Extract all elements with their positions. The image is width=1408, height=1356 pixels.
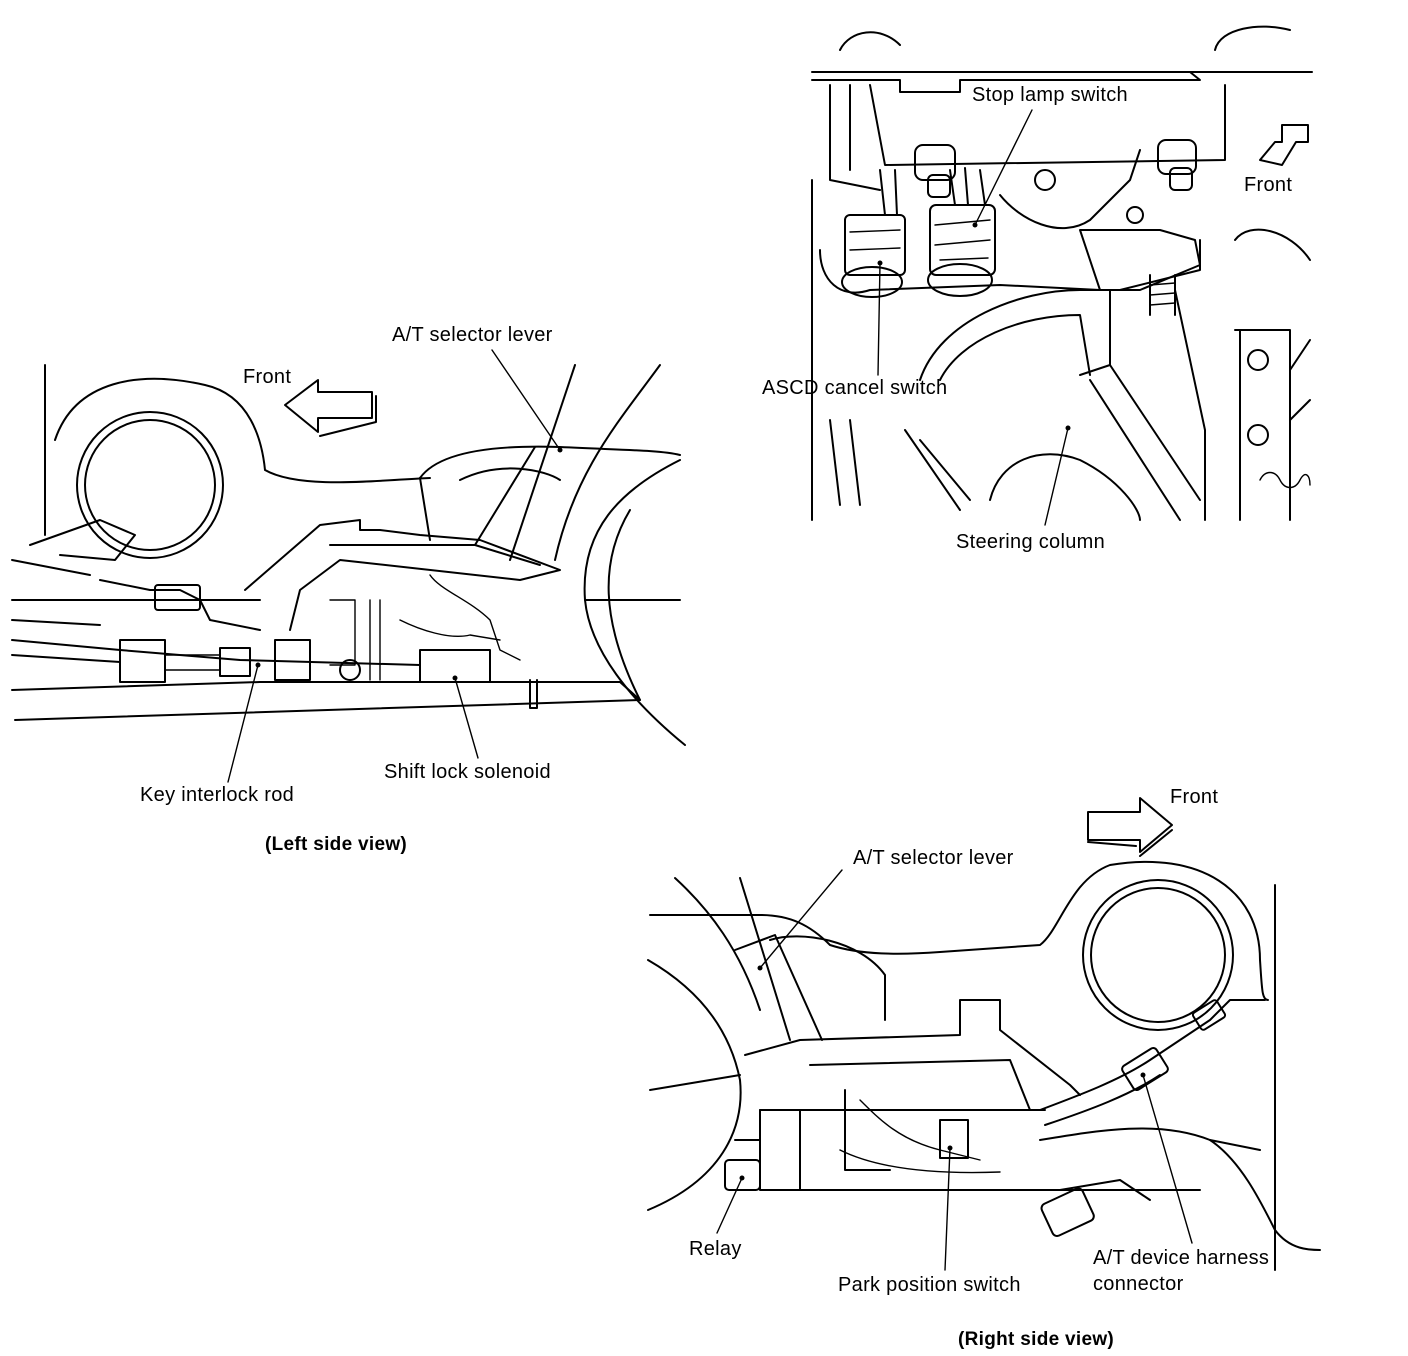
left-view-leaders [227,349,563,783]
left-selector-lever-label: A/T selector lever [392,324,553,346]
right-side-view-caption: (Right side view) [958,1329,1115,1350]
right-front-label: Front [1170,786,1219,808]
steering-view-drawing [811,25,1313,521]
left-side-view-caption: (Left side view) [265,834,408,855]
left-view-drawing [11,364,686,746]
steering-view-leaders [877,109,1071,526]
park-position-switch-label: Park position switch [838,1274,1021,1296]
relay-label: Relay [689,1238,742,1260]
harness-connector-label-line2: connector [1093,1273,1184,1295]
right-selector-lever-label: A/T selector lever [853,847,1014,869]
steering-front-label: Front [1244,174,1293,196]
right-view-drawing [647,797,1321,1271]
ascd-cancel-switch-label: ASCD cancel switch [762,377,948,399]
shift-lock-solenoid-label: Shift lock solenoid [384,761,551,783]
steering-column-label: Steering column [956,531,1106,553]
stop-lamp-switch-label: Stop lamp switch [972,84,1128,106]
key-interlock-rod-label: Key interlock rod [140,784,295,806]
harness-connector-label-line1: A/T device harness [1093,1247,1270,1269]
right-view-leaders [716,869,1193,1271]
left-front-label: Front [243,366,292,388]
